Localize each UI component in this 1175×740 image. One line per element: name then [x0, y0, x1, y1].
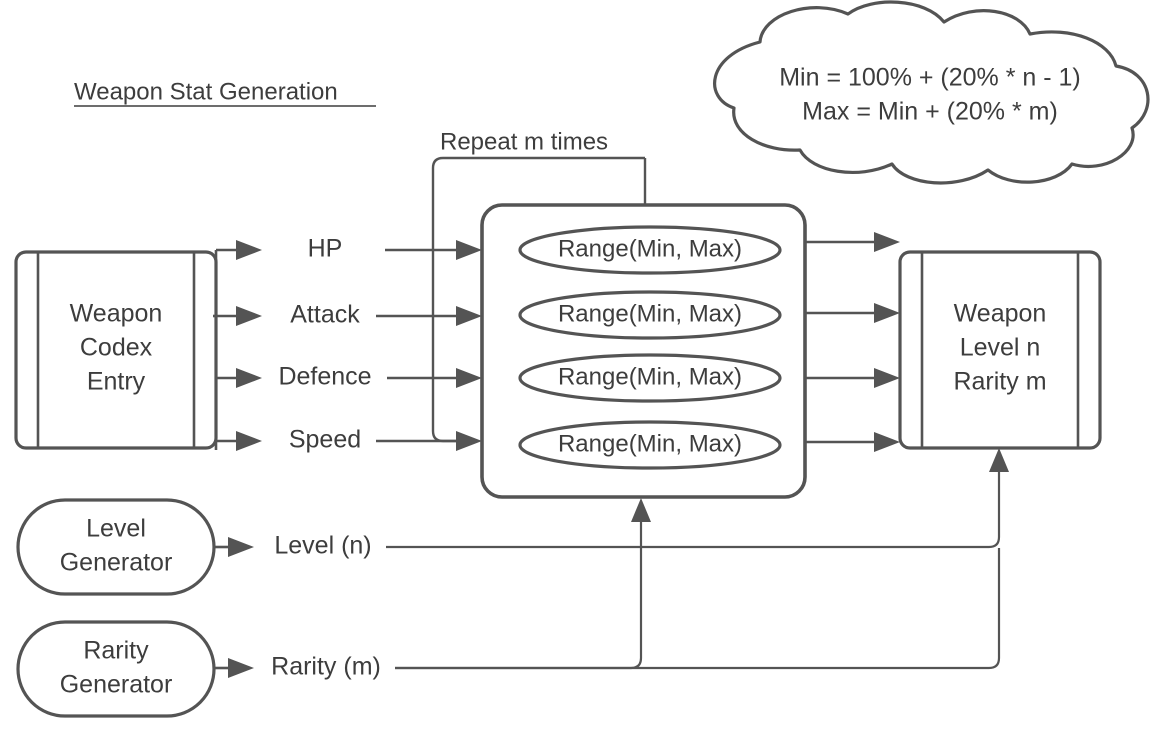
- loop-frame-label: Repeat m times: [440, 128, 608, 155]
- repeat-loop-frame: Repeat m times: [431, 128, 647, 443]
- range-out-arrowhead-1: [874, 232, 900, 252]
- rarity-route-arrowhead-range: [631, 498, 651, 522]
- stat-label-hp: HP: [308, 235, 343, 263]
- level-route-line: [386, 472, 1001, 549]
- rarity-route-line-output: [395, 548, 1001, 670]
- range-item-1[interactable]: Range(Min, Max): [518, 225, 782, 275]
- output-label-line-2: Level n: [960, 334, 1041, 362]
- edge-label-level: Level (n): [274, 532, 371, 560]
- level-generator-edge: Level (n): [214, 532, 372, 560]
- range-out-arrowhead-4: [874, 432, 900, 452]
- rarity-generator-label-1: Rarity: [83, 637, 149, 665]
- range-container-box: [480, 203, 807, 499]
- output-box: [898, 250, 1102, 450]
- output-label-line-3: Rarity m: [953, 368, 1046, 396]
- output-label-line-1: Weapon: [954, 300, 1047, 328]
- range-ellipse-3: [518, 353, 782, 403]
- rarity-generator-label-2: Generator: [60, 671, 173, 699]
- range-label-1: Range(Min, Max): [558, 235, 742, 262]
- level-route-arrowhead: [989, 448, 1009, 472]
- cloud-formula-line-1: Min = 100% + (20% * n - 1): [779, 64, 1081, 92]
- codex-to-speed-arrowhead: [236, 431, 262, 451]
- rarity-generator-node[interactable]: Rarity Generator: [16, 620, 216, 718]
- level-generator-label-1: Level: [86, 515, 146, 543]
- codex-output-bus: [213, 240, 262, 451]
- hp-to-range-arrowhead: [456, 240, 482, 260]
- defence-to-range-arrowhead: [456, 368, 482, 388]
- rarity-route-line-range: [395, 522, 643, 670]
- stat-label-speed: Speed: [289, 426, 361, 454]
- stat-label-attack: Attack: [290, 301, 360, 329]
- codex-to-attack-arrowhead: [236, 306, 262, 326]
- range-item-3[interactable]: Range(Min, Max): [518, 353, 782, 403]
- codex-label-line-2: Codex: [80, 334, 153, 362]
- rarity-routing-edge-output: [395, 548, 1001, 670]
- codex-to-hp-arrowhead: [236, 240, 262, 260]
- edge-label-rarity: Rarity (m): [271, 653, 381, 681]
- attack-to-range-arrowhead: [456, 306, 482, 326]
- rarity-generator-edge: Rarity (m): [214, 653, 381, 681]
- range-label-3: Range(Min, Max): [558, 363, 742, 390]
- weapon-codex-entry-node[interactable]: Weapon Codex Entry: [14, 250, 218, 450]
- range-item-4[interactable]: Range(Min, Max): [518, 420, 782, 470]
- formula-cloud: Min = 100% + (20% * n - 1) Max = Min + (…: [713, 0, 1150, 185]
- stat-label-defence: Defence: [278, 363, 371, 391]
- codex-label-line-3: Entry: [87, 368, 146, 396]
- weapon-output-node[interactable]: Weapon Level n Rarity m: [898, 250, 1102, 450]
- page-title-text: Weapon Stat Generation: [74, 78, 338, 105]
- range-ellipse-2: [518, 290, 782, 340]
- level-routing-edge: [386, 448, 1009, 549]
- loop-frame-bracket: [431, 156, 645, 443]
- range-item-2[interactable]: Range(Min, Max): [518, 290, 782, 340]
- range-ellipse-1: [518, 225, 782, 275]
- range-ellipse-4: [518, 420, 782, 470]
- level-gen-arrowhead: [228, 537, 254, 557]
- range-to-output-edges: [805, 232, 900, 452]
- level-generator-label-2: Generator: [60, 549, 173, 577]
- page-title: Weapon Stat Generation: [74, 78, 376, 107]
- level-generator-node[interactable]: Level Generator: [16, 498, 216, 596]
- cloud-shape: [713, 0, 1150, 185]
- range-label-2: Range(Min, Max): [558, 300, 742, 327]
- stat-labels: HP Attack Defence Speed: [278, 235, 371, 454]
- codex-to-defence-arrowhead: [236, 368, 262, 388]
- rarity-gen-arrowhead: [228, 658, 254, 678]
- range-out-arrowhead-3: [874, 368, 900, 388]
- stat-to-range-edges: [376, 240, 482, 451]
- codex-label-line-1: Weapon: [70, 300, 163, 328]
- rarity-routing-edge-range: [395, 498, 651, 670]
- range-out-arrowhead-2: [874, 303, 900, 323]
- range-label-4: Range(Min, Max): [558, 430, 742, 457]
- cloud-formula-line-2: Max = Min + (20% * m): [802, 98, 1058, 126]
- range-container: Range(Min, Max) Range(Min, Max) Range(Mi…: [480, 203, 807, 499]
